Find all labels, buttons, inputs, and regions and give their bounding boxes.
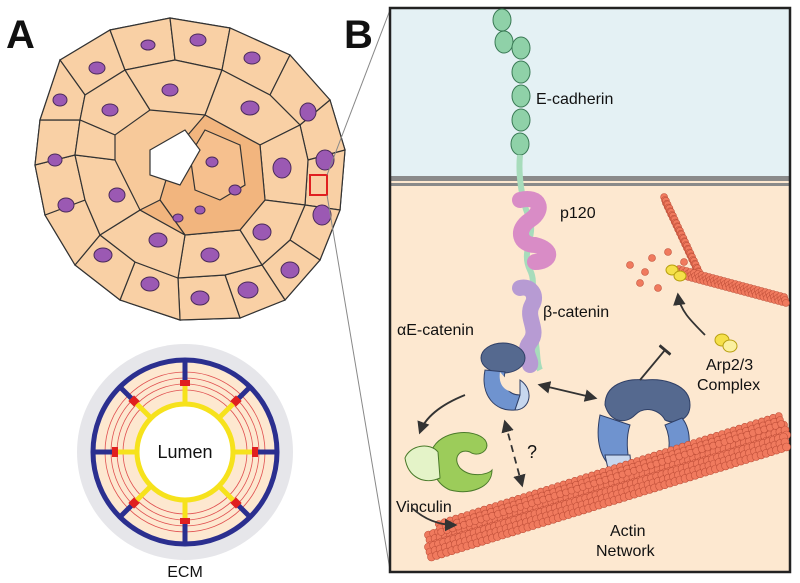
e-cadherin-label: E-cadherin	[536, 91, 613, 108]
nuclei	[47, 33, 335, 306]
arp23-complex	[665, 264, 738, 353]
panel-b-letter: B	[344, 13, 373, 57]
actin-monomer-free	[654, 284, 662, 292]
actin-monomer	[777, 420, 786, 428]
actin-monomer-free	[648, 254, 656, 262]
vinculin	[404, 432, 493, 493]
actin-monomer-free	[641, 268, 649, 276]
panel-a-letter: A	[6, 13, 35, 57]
arp-label-2: Complex	[697, 377, 760, 394]
actin-monomer-free	[636, 279, 644, 287]
arp-label-1: Arp2/3	[706, 357, 753, 374]
zoom-line-top	[326, 9, 391, 176]
alpha-e-catenin-small	[480, 342, 530, 411]
panel-b-frame	[388, 6, 792, 574]
p120	[512, 191, 557, 270]
ring-schematic	[77, 344, 293, 560]
actin-monomer-free	[626, 261, 634, 269]
beta-catenin-label: β-catenin	[543, 304, 609, 321]
alpha-e-catenin-label: αE-catenin	[397, 322, 474, 339]
beta-catenin	[512, 279, 543, 373]
lumen-opening	[149, 129, 201, 186]
actin-monomer-free	[664, 248, 672, 256]
actin-network	[424, 193, 791, 562]
actin-monomer	[782, 299, 790, 307]
cell-cyst	[34, 17, 346, 321]
zoom-box	[309, 174, 328, 196]
zoom-line-bottom	[326, 194, 391, 571]
p120-label: p120	[560, 205, 596, 222]
lumen-label: Lumen	[157, 442, 212, 462]
actin-monomer-free	[680, 258, 688, 266]
question-mark: ?	[527, 442, 537, 462]
vinculin-label: Vinculin	[396, 499, 452, 516]
ecm-label: ECM	[167, 564, 203, 581]
actin-label-2: Network	[596, 543, 656, 560]
actin-monomer	[782, 442, 791, 452]
interaction-arrows	[411, 292, 706, 532]
actin-label-1: Actin	[610, 523, 646, 540]
